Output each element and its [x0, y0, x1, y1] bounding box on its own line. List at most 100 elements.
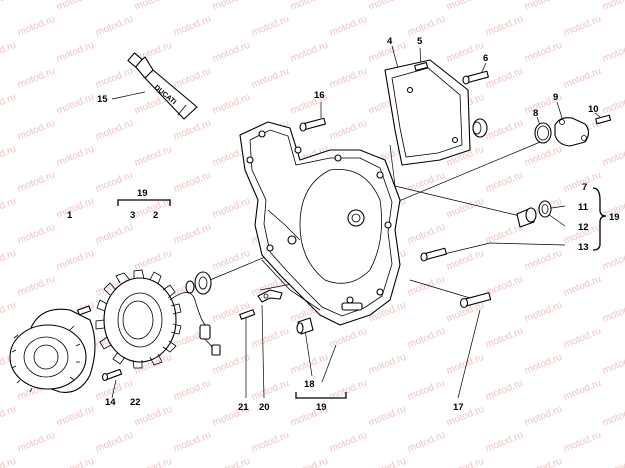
watermark-text: motod.ru — [445, 248, 486, 273]
label-3: 3 — [130, 210, 135, 221]
watermark-text: motod.ru — [328, 14, 369, 39]
label-1: 1 — [67, 210, 73, 221]
watermark-text: motod.ru — [289, 0, 330, 13]
watermark-text: motod.ru — [0, 404, 18, 429]
label-19-top-left: 19 — [137, 188, 148, 199]
bearing — [185, 271, 212, 295]
watermark-text: motod.ru — [601, 456, 625, 468]
watermark-text: motod.ru — [16, 170, 57, 195]
leader-lines — [111, 45, 602, 399]
bolt-13 — [420, 247, 447, 262]
watermark-text: motod.ru — [484, 378, 525, 403]
watermark-text: motod.ru — [484, 14, 525, 39]
watermark-text: motod.ru — [367, 404, 408, 429]
watermark-text: motod.ru — [0, 40, 18, 65]
watermark-text: motod.ru — [523, 352, 564, 377]
bushing-upper — [472, 118, 488, 138]
label-14: 14 — [105, 397, 116, 408]
watermark-text: motod.ru — [55, 248, 96, 273]
watermark-text: motod.ru — [55, 404, 96, 429]
watermark-text: motod.ru — [289, 40, 330, 65]
watermark-text: motod.ru — [328, 66, 369, 91]
watermark-text: motod.ru — [94, 222, 135, 247]
watermark-text: motod.ru — [211, 248, 252, 273]
watermark-text: motod.ru — [328, 378, 369, 403]
part-labels: 1 2 3 4 5 6 7 8 9 10 11 12 13 14 15 16 1… — [67, 36, 620, 413]
watermark-text: motod.ru — [601, 404, 625, 429]
o-ring — [534, 122, 552, 144]
watermark-text: motod.ru — [523, 248, 564, 273]
watermark-text: motod.ru — [16, 274, 57, 299]
watermark-text: motod.ru — [445, 0, 486, 13]
watermark-text: motod.ru — [94, 118, 135, 143]
watermark-text: motod.ru — [211, 92, 252, 117]
watermark-text: motod.ru — [94, 14, 135, 39]
watermark-text: motod.ru — [328, 118, 369, 143]
label-9: 9 — [553, 92, 558, 103]
watermark-text: motod.ru — [133, 144, 174, 169]
label-12: 12 — [578, 222, 589, 233]
label-5: 5 — [417, 36, 423, 47]
watermark-text: motod.ru — [16, 118, 57, 143]
watermark-text: motod.ru — [562, 66, 603, 91]
watermark-text: motod.ru — [484, 170, 525, 195]
watermark-text: motod.ru — [523, 40, 564, 65]
dowel-18 — [296, 317, 314, 335]
bolt-10 — [595, 114, 612, 125]
label-19-bottom: 19 — [316, 402, 327, 413]
label-21: 21 — [238, 402, 249, 413]
bushing-12 — [516, 207, 537, 228]
watermark-text: motod.ru — [172, 170, 213, 195]
flange-cover — [554, 117, 590, 147]
watermark-text: motod.ru — [94, 430, 135, 455]
watermark-text: motod.ru — [406, 170, 447, 195]
gasket-plate — [384, 59, 471, 166]
watermark-text: motod.ru — [133, 248, 174, 273]
bushing-11 — [538, 200, 552, 218]
watermark-text: motod.ru — [406, 430, 447, 455]
watermark-text: motod.ru — [328, 326, 369, 351]
label-7: 7 — [582, 182, 587, 193]
watermark-text: motod.ru — [601, 248, 625, 273]
label-15: 15 — [97, 94, 108, 105]
watermark-text: motod.ru — [0, 248, 18, 273]
watermark-text: motod.ru — [289, 352, 330, 377]
watermark-text: motod.ru — [562, 378, 603, 403]
watermark-text: motod.ru — [55, 40, 96, 65]
watermark-text: motod.ru — [601, 352, 625, 377]
label-2: 2 — [153, 210, 158, 221]
watermark-text: motod.ru — [367, 352, 408, 377]
watermark-text: motod.ru — [94, 66, 135, 91]
watermark-text: motod.ru — [133, 0, 174, 13]
watermark-text: motod.ru — [484, 66, 525, 91]
watermark-text: motod.ru — [406, 378, 447, 403]
watermark-text: motod.ru — [562, 14, 603, 39]
label-16: 16 — [314, 90, 325, 101]
watermark-text: motod.ru — [523, 404, 564, 429]
watermark-text: motod.ru — [406, 326, 447, 351]
watermark-text: motod.ru — [55, 196, 96, 221]
screw-21 — [239, 309, 256, 320]
watermark-text: motod.ru — [0, 92, 18, 117]
watermark-text: motod.ru — [250, 430, 291, 455]
watermark-text: motod.ru — [523, 456, 564, 468]
watermark-text: motod.ru — [445, 404, 486, 429]
bolt-14 — [101, 368, 123, 382]
watermark-text: motod.ru — [562, 326, 603, 351]
watermark-text: motod.ru — [16, 430, 57, 455]
watermark-text: motod.ru — [55, 0, 96, 13]
watermark-text: motod.ru — [0, 196, 18, 221]
watermark-text: motod.ru — [406, 274, 447, 299]
watermark-text: motod.ru — [523, 300, 564, 325]
watermark-text: motod.ru — [445, 40, 486, 65]
watermark-text: motod.ru — [55, 92, 96, 117]
watermark-text: motod.ru — [16, 14, 57, 39]
flywheel-rotor — [9, 308, 96, 393]
watermark-text: motod.ru — [523, 144, 564, 169]
watermark-text: motod.ru — [445, 352, 486, 377]
watermark-text: motod.ru — [562, 430, 603, 455]
label-17: 17 — [453, 402, 464, 413]
watermark-text: motod.ru — [484, 118, 525, 143]
watermark-text: motod.ru — [601, 144, 625, 169]
